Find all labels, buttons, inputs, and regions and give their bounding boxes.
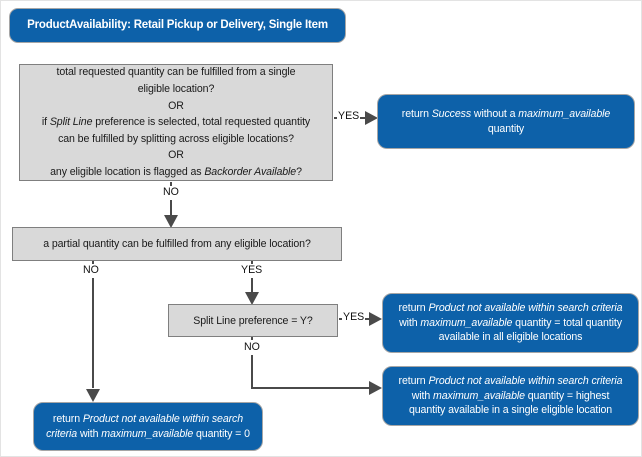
result-highest-quantity: return Product not available within sear… [382, 366, 639, 426]
edge-label-decision3-yes: YES [342, 311, 366, 323]
result-success: return Success without a maximum_availab… [377, 94, 635, 149]
edge-decision2-no-arrowhead-icon [86, 389, 100, 402]
edge-label-decision2-yes: YES [240, 264, 264, 276]
result-success-text: return Success without a maximum_availab… [401, 108, 611, 135]
decision-total-fulfillment: total requested quantity can be fulfille… [19, 64, 333, 181]
edge-decision2-yes-stub [251, 261, 253, 264]
edge-decision3-no-arrowhead-icon [369, 381, 382, 395]
diagram-title-text: ProductAvailability: Retail Pickup or De… [27, 19, 328, 32]
result-total-quantity-text: return Product not available within sear… [398, 302, 623, 344]
decision-split-line-text: Split Line preference = Y? [193, 314, 313, 327]
edge-decision3-no-hline [251, 387, 369, 389]
edge-decision1-no-line [170, 200, 172, 215]
edge-decision2-yes-line [251, 278, 253, 292]
edge-decision3-yes-arrowhead-icon [369, 312, 382, 326]
result-zero-quantity: return Product not available within sear… [33, 402, 263, 451]
result-total-quantity: return Product not available within sear… [382, 293, 639, 353]
edge-decision1-yes-arrowhead-icon [365, 111, 378, 125]
edge-decision1-no-arrowhead-icon [164, 215, 178, 228]
result-highest-quantity-text: return Product not available within sear… [398, 375, 623, 417]
edge-label-decision1-no: NO [162, 186, 180, 198]
edge-label-decision3-no: NO [243, 341, 261, 353]
edge-decision3-no-vline [251, 355, 253, 389]
decision-split-line: Split Line preference = Y? [168, 304, 338, 337]
decision-partial-quantity: a partial quantity can be fulfilled from… [12, 227, 342, 261]
diagram-title-node: ProductAvailability: Retail Pickup or De… [9, 8, 346, 43]
edge-decision1-no-stub [170, 182, 172, 186]
decision-partial-quantity-text: a partial quantity can be fulfilled from… [43, 238, 311, 250]
edge-decision2-yes-arrowhead-icon [245, 292, 259, 305]
result-zero-quantity-text: return Product not available within sear… [46, 413, 250, 440]
edge-label-decision2-no: NO [82, 264, 100, 276]
decision-total-fulfillment-text: total requested quantity can be fulfille… [41, 66, 311, 178]
edge-decision3-no-stub [251, 337, 253, 340]
edge-decision2-no-line [92, 278, 94, 388]
edge-decision2-no-stub [92, 261, 94, 264]
edge-label-decision1-yes: YES [337, 110, 361, 122]
